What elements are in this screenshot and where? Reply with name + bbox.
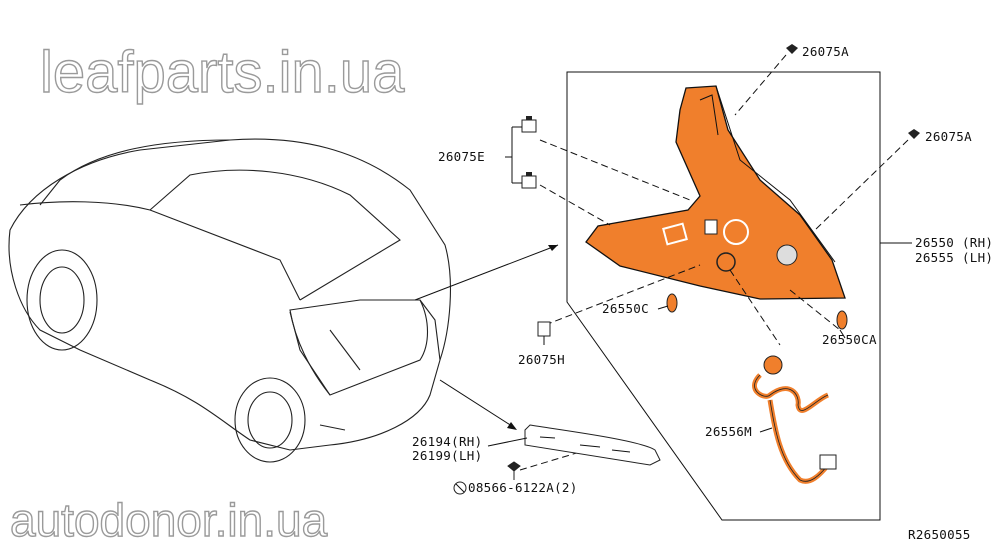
clip-icon [521,172,537,189]
car-outline [8,138,451,463]
label-26075a-top: 26075A [802,44,849,59]
arrowhead [548,245,558,251]
label-ticks [487,242,912,447]
label-26075e: 26075E [438,149,485,164]
arrow-to-lower-lamp [439,379,516,429]
clip-h-icon [537,321,551,345]
arrowhead [507,422,517,430]
rear-combination-lamp [585,85,846,300]
label-lamp-rh: 26550 (RH) [915,235,993,250]
watermark-leafparts: leafparts.in.ua [40,40,405,105]
leader-lines [519,54,909,471]
label-26075h: 26075H [518,352,565,367]
bolt-icon [507,461,521,480]
label-26550ca: 26550CA [822,332,877,347]
bulb-ca-icon [836,310,848,330]
small-parts [453,44,920,495]
label-26556m: 26556M [705,424,752,439]
assembly-frame [566,71,881,521]
label-lamp-lh: 26555 (LH) [915,250,993,265]
label-26550c: 26550C [602,301,649,316]
screw-icon [908,129,920,139]
arrow-to-lamp [414,244,559,301]
watermark-autodonor: autodonor.in.ua [10,494,328,545]
label-lower-lamp-rh: 26194(RH) [412,434,482,449]
wiring-harness [752,355,837,484]
label-lower-lamp-lh: 26199(LH) [412,448,482,463]
label-bolt: 08566-6122A(2) [468,480,578,495]
lower-lamp [524,424,661,466]
bulb-c-icon [666,293,678,313]
reference-code: R2650055 [908,527,971,542]
label-26075a-right: 26075A [925,129,972,144]
clip-icon [521,116,537,133]
screw-icon [786,44,798,54]
no-reuse-icon [453,481,467,495]
